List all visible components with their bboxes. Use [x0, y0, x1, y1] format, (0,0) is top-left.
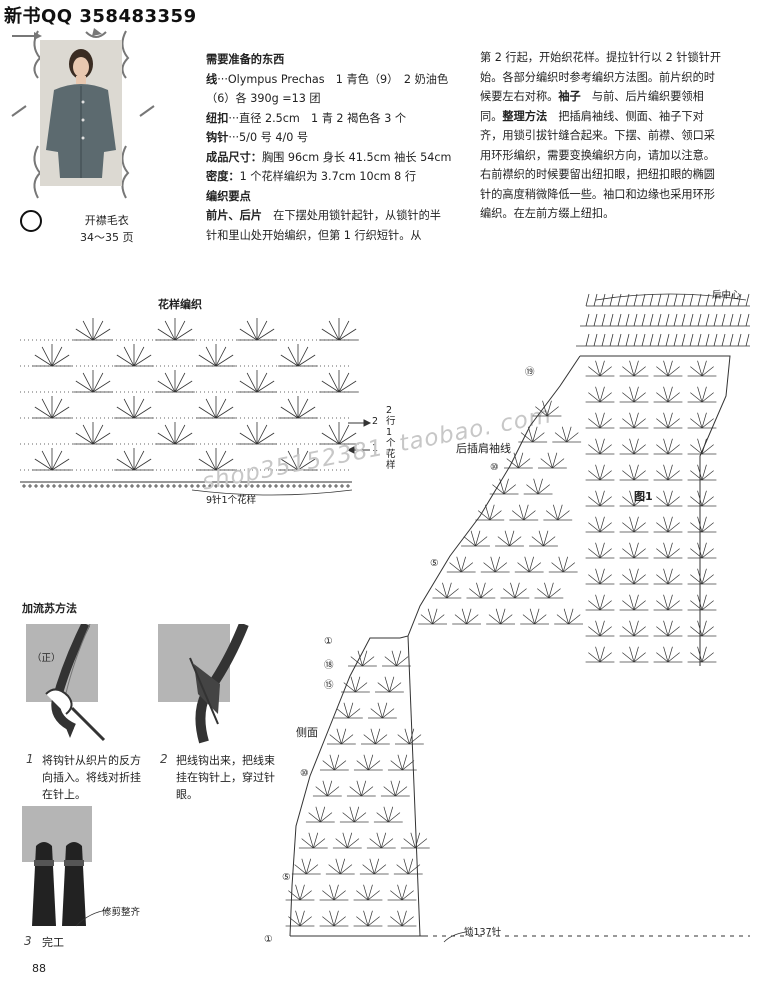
sleeve-label: 袖子	[558, 90, 581, 103]
row-marker-18: ⑱	[324, 660, 334, 671]
row-marker-1-upper: ①	[324, 636, 333, 647]
hook-label: 钩针	[206, 131, 229, 144]
step2-number: 2	[160, 752, 168, 766]
hook-text: ···5/0 号 4/0 号	[228, 131, 309, 144]
front-side-mark: （正）	[32, 653, 61, 664]
caption-pages: 34～35 页	[80, 231, 134, 244]
color-circle-icon	[20, 210, 42, 232]
back-center-label: 后中心	[712, 290, 741, 301]
button-label: 纽扣	[206, 111, 229, 125]
fringe-step2-illustration	[158, 624, 249, 744]
row-marker-10-lower: ⑩	[300, 768, 309, 779]
yarn-text: ···Olympus Prechas 1 青色（9） 2 奶油色（6）各 390…	[206, 72, 449, 106]
stitch-repeat-label: 9针1个花样	[206, 495, 257, 506]
points-title: 编织要点	[206, 189, 251, 203]
step1-text: 将钩针从织片的反方向插入。将线对折挂在针上。	[42, 754, 141, 801]
finish-text: 把插肩袖线、侧面、袖子下对齐，用锁引拔针缝合起来。下摆、前襟、领口采用环形编织，…	[480, 109, 715, 221]
row-1-marker: 1	[372, 443, 379, 454]
model-photo	[40, 40, 122, 186]
instructions-column: 第 2 行起，开始织花样。提拉针行以 2 针锁针开始。各部分编织时参考编织方法图…	[480, 48, 724, 224]
step1-number: 1	[26, 752, 34, 766]
row-marker-15: ⑮	[324, 680, 334, 691]
side-label: 侧面	[296, 726, 318, 739]
row-marker-1-lower: ①	[264, 934, 273, 945]
finish-label: 整理方法	[502, 109, 548, 123]
header-qq: 新书QQ 358483359	[4, 6, 197, 27]
front-back-label: 前片、后片	[206, 209, 262, 222]
row-marker-5-lower: ⑤	[282, 872, 291, 883]
trim-label: 修剪整齐	[102, 907, 141, 918]
step3-text: 完工	[42, 936, 64, 949]
step2-text: 把线钩出来，把线束挂在钩针上，穿过针眼。	[176, 754, 275, 801]
fringe-step1-illustration	[26, 624, 106, 742]
photo-caption: 开襟毛衣 34～35 页	[80, 212, 134, 246]
chain-pointer	[443, 931, 467, 943]
trim-pointer-line	[75, 909, 109, 927]
row-marker-5-upper: ⑤	[430, 558, 439, 569]
gauge-label: 密度：	[206, 170, 240, 183]
step3-number: 3	[24, 934, 32, 948]
materials-title: 需要准备的东西	[206, 53, 285, 66]
raglan-label: 后插肩袖线	[456, 442, 511, 455]
raglan-diagram	[285, 293, 750, 937]
cont-text: 第 2 行起，开始织花样。提拉针行以 2 针锁针开始。各部分编织时参考编织方法图…	[480, 51, 722, 103]
caption-title: 开襟毛衣	[84, 214, 129, 227]
pattern-title: 花样编织	[158, 298, 202, 311]
row-marker-19: ⑲	[525, 367, 535, 378]
fringe-title: 加流苏方法	[22, 602, 77, 615]
row-marker-10-upper: ⑩	[490, 462, 499, 473]
fringe-step3-illustration	[22, 806, 92, 926]
materials-column: 需要准备的东西 线···Olympus Prechas 1 青色（9） 2 奶油…	[206, 50, 452, 245]
stitch-pattern-chart	[20, 318, 372, 496]
size-label: 成品尺寸：	[206, 150, 262, 164]
row-repeat-label: 2行1个花样	[386, 405, 396, 471]
button-text: ···直径 2.5cm 1 青 2 褐色各 3 个	[228, 111, 407, 125]
yarn-label: 线	[206, 72, 218, 86]
figure-label: 图1	[634, 490, 653, 503]
page-number: 88	[32, 962, 46, 975]
chain-count-label: 锁137针	[464, 927, 502, 938]
row-2-marker: 2	[372, 416, 379, 427]
gauge-text: 1 个花样编织为 3.7cm 10cm 8 行	[239, 170, 417, 183]
size-text: 胸围 96cm 身长 41.5cm 袖长 54cm	[261, 150, 452, 164]
sleeve-text: 与前、后片编织要领相同。	[480, 90, 704, 123]
front-back-text: 在下摆处用锁针起针，从锁针的半针和里山处开始编织，但第 1 行织短针。从	[206, 209, 441, 242]
